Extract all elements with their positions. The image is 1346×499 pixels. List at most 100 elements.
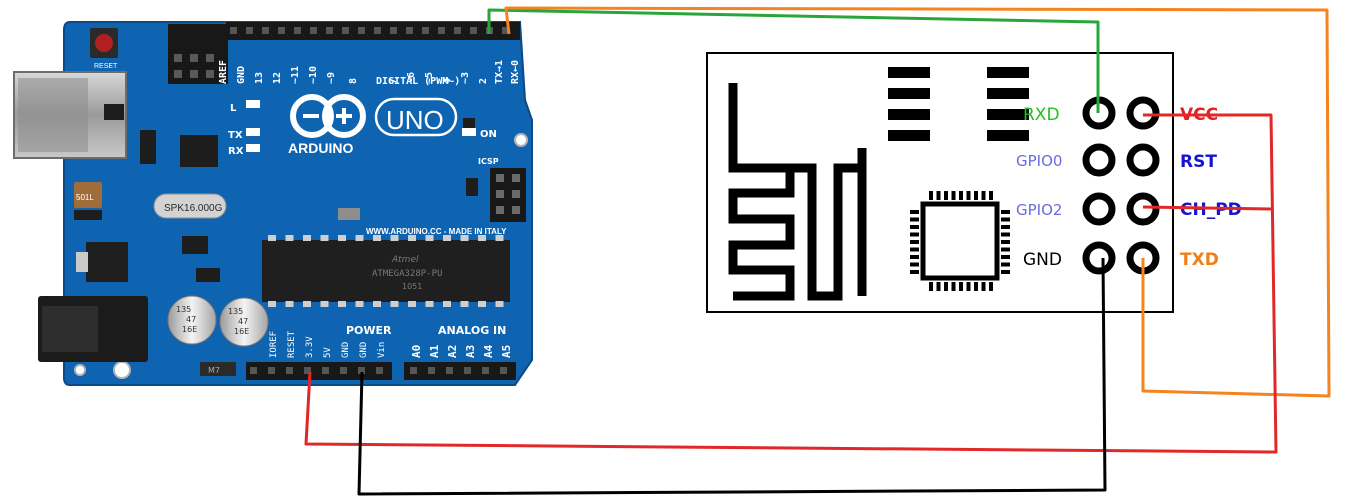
label-gpio0: GPIO0 <box>1016 152 1062 170</box>
label-txd: TXD <box>1180 250 1219 270</box>
label-gnd: GND <box>1023 250 1062 270</box>
reset-label: RESET <box>94 63 118 70</box>
smd-pads-right <box>987 67 1029 141</box>
header-pin-hole <box>358 367 365 374</box>
digital-pin-label: TX→1 <box>494 60 505 84</box>
label-gpio2: GPIO2 <box>1016 201 1062 219</box>
crystal-oscillator <box>153 193 227 219</box>
header-pin-hole <box>262 27 269 34</box>
crystal-label: SPK16.000G <box>164 203 223 214</box>
header-pin-hole <box>422 27 429 34</box>
regulator-chip <box>74 182 102 208</box>
pin-vcc[interactable] <box>1126 96 1160 130</box>
analog-label: ANALOG IN <box>438 324 506 337</box>
qfn-pad <box>929 282 933 291</box>
power-pin-label: 3.3V <box>305 336 315 358</box>
power-pin-label: GND <box>359 342 369 358</box>
header-pin-hole <box>322 367 329 374</box>
qfn-pad <box>1001 270 1010 274</box>
header-pin-hole <box>482 367 489 374</box>
esp-chip <box>910 191 1010 291</box>
uno-model: UNO <box>386 105 444 135</box>
analog-pin-label: A2 <box>446 345 459 358</box>
power-pin-label: RESET <box>287 330 297 358</box>
m7-label: M7 <box>208 366 220 375</box>
chip-leg <box>303 235 311 241</box>
pin-rst[interactable] <box>1126 143 1160 177</box>
analog-pin-label: A0 <box>410 345 423 358</box>
header-pin-hole <box>454 27 461 34</box>
label-ch-pd: CH_PD <box>1180 200 1242 220</box>
digital-header <box>226 22 520 40</box>
digital-pin-label: ~6 <box>406 72 417 84</box>
digital-pin-label: ~3 <box>460 72 471 84</box>
arduino-logo-text: ARDUINO <box>288 140 353 156</box>
chip-leg <box>373 235 381 241</box>
chip-leg <box>268 235 276 241</box>
header-pin-hole <box>310 27 317 34</box>
chip-leg <box>408 235 416 241</box>
qfn-pad <box>910 210 919 214</box>
digital-pin-label: ~11 <box>290 66 301 84</box>
esp-pin-header <box>1082 96 1160 275</box>
cap-label: 47 <box>186 315 196 324</box>
chip-leg <box>285 301 294 307</box>
digital-pin-label: 13 <box>254 72 265 84</box>
qfn-pad <box>910 225 919 229</box>
qfn-pad <box>910 240 919 244</box>
header-pin-hole <box>340 367 347 374</box>
chip-leg <box>425 301 434 307</box>
chip-leg <box>443 235 451 241</box>
qfn-pad <box>944 191 948 200</box>
pin-ch-pd[interactable] <box>1126 192 1160 226</box>
wire-3v3-to-ch-pd <box>1142 205 1273 211</box>
qfn-pad <box>951 191 956 200</box>
chip-leg <box>320 235 329 241</box>
mounting-hole <box>113 361 131 379</box>
wire-rx-to-rxd <box>487 8 1100 113</box>
power-header <box>246 362 392 380</box>
chip-brand: Atmel <box>391 255 419 265</box>
qfn-pad <box>936 191 941 200</box>
pin-gnd[interactable] <box>1082 241 1116 275</box>
header-pin-hole <box>342 27 349 34</box>
analog-pin-label: A4 <box>482 344 495 358</box>
pin-gpio0[interactable] <box>1082 143 1116 177</box>
chip-leg <box>373 301 381 307</box>
pin-gpio2[interactable] <box>1082 192 1116 226</box>
digital-label: DIGITAL (PWM~) <box>376 76 460 87</box>
qfn-pad <box>1001 255 1010 259</box>
qfn-pad <box>910 255 919 259</box>
header-pin-hole <box>500 367 507 374</box>
smd-pads-left <box>888 67 930 141</box>
digital-pin-label: 8 <box>348 78 359 84</box>
chip-leg <box>495 235 504 241</box>
qfn-pad <box>1001 232 1010 237</box>
usb-chip <box>180 135 218 167</box>
digital-pin-label: 12 <box>272 72 283 84</box>
cap-label: 135 <box>176 305 191 314</box>
digital-pin-label: 4 <box>442 78 453 84</box>
reset-button[interactable] <box>95 34 113 52</box>
chip-leg <box>320 301 329 307</box>
regulator-label: 501L <box>76 193 94 202</box>
qfn-pad <box>959 282 963 291</box>
chip-model: ATMEGA328P-PU <box>372 269 442 279</box>
digital-pin-label: 2 <box>478 78 489 84</box>
qfn-pad <box>936 282 941 291</box>
chip-leg <box>495 301 504 307</box>
header-pin-hole <box>250 367 257 374</box>
cap-label: 135 <box>228 307 243 316</box>
header-pin-hole <box>410 367 417 374</box>
digital-pin-label: ~5 <box>424 72 435 84</box>
chip-leg <box>408 301 416 307</box>
qfn-pad <box>981 282 986 291</box>
qfn-pad <box>966 191 971 200</box>
chip-leg <box>390 301 399 307</box>
icsp-label: ICSP <box>478 157 499 166</box>
qfn-pad <box>1001 240 1010 244</box>
chip-leg <box>355 235 364 241</box>
uno-badge <box>374 97 458 137</box>
qfn-pad <box>910 270 919 274</box>
